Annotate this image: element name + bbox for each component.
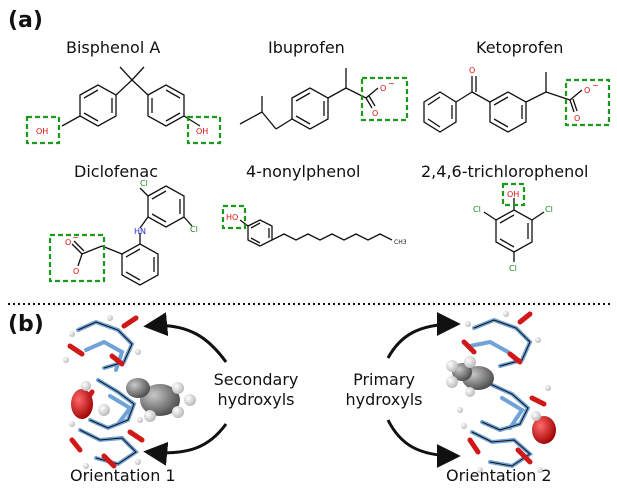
primary-line-2: hydroxyls [345,390,423,409]
nonylphenol-methyl: CH3 [394,239,407,246]
tcp-cl-bottom: Cl [509,264,517,273]
diclofenac-charge: − [72,233,79,242]
ibuprofen-carboxylate-o1: O [380,84,386,93]
bpa-hydroxyl-right: OH [196,127,208,136]
nonylphenol-structure [221,204,393,247]
label-orientation-1: Orientation 1 [70,466,176,485]
diclofenac-cl-bottom: Cl [190,225,198,234]
complex-orientation-1 [63,315,196,469]
ketoprofen-structure [423,72,611,133]
arrow-secondary-up [143,312,228,363]
panel-label-b: (b) [8,312,44,337]
label-secondary-hydroxyls: Secondary hydroxyls [200,370,312,410]
bpa-hydroxyl-left: OH [36,127,48,136]
diclofenac-carboxylate-o2: O [73,267,79,276]
diclofenac-amine: HN [134,227,146,236]
nonylphenol-hydroxyl: HO [226,213,238,222]
tcp-hydroxyl: OH [507,190,519,199]
arrow-primary-up [386,312,461,359]
arrow-primary-down [386,419,461,468]
ibuprofen-structure [239,68,409,130]
diclofenac-structure [48,185,193,286]
tcp-cl-right: Cl [545,205,553,214]
secondary-line-2: hydroxyls [217,390,295,409]
ibuprofen-charge: − [388,79,395,88]
primary-line-1: Primary [353,370,415,389]
tcp-cl-left: Cl [473,205,481,214]
bisphenol-a-structure [25,66,222,145]
ketoprofen-carboxylate-o1: O [584,86,590,95]
ketoprofen-carboxylate-o2: O [574,114,580,123]
diclofenac-carboxylate-o1: O [65,238,71,247]
molecule-name-diclofenac: Diclofenac [74,162,159,181]
ketoprofen-ketone-o: O [469,66,475,75]
ibuprofen-carboxylate-o2: O [372,109,378,118]
arrow-secondary-down [143,423,228,466]
molecule-name-ibuprofen: Ibuprofen [268,38,345,57]
secondary-line-1: Secondary [213,370,299,389]
molecule-name-ketoprofen: Ketoprofen [476,38,564,57]
panel-label-a: (a) [8,8,43,33]
complex-orientation-2 [446,311,556,473]
trichlorophenol-structure [483,182,545,262]
molecule-name-trichlorophenol: 2,4,6-trichlorophenol [421,162,589,181]
diclofenac-cl-top: Cl [140,179,148,188]
molecule-name-4-nonylphenol: 4-nonylphenol [246,162,361,181]
ketoprofen-charge: − [592,81,599,90]
molecule-name-bisphenol-a: Bisphenol A [66,38,161,57]
label-primary-hydroxyls: Primary hydroxyls [334,370,434,410]
label-orientation-2: Orientation 2 [446,466,552,485]
